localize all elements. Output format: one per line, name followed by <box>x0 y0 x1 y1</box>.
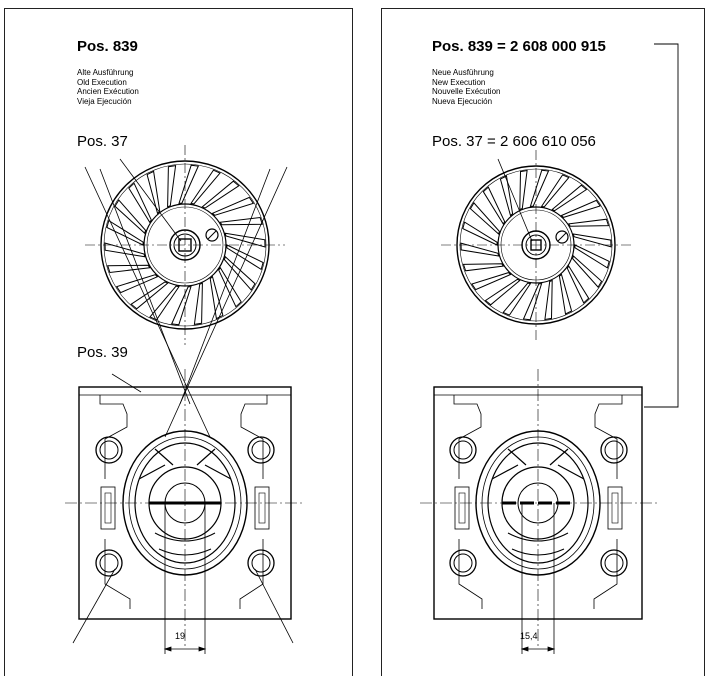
old-execution-panel: Pos. 839 Alte Ausführung Old Execution A… <box>4 8 353 676</box>
new-execution-labels: Neue Ausführung New Execution Nouvelle E… <box>432 68 500 106</box>
new-part-title: Pos. 839 = 2 608 000 915 <box>432 38 606 55</box>
fan-blade <box>522 283 543 321</box>
fan-blade <box>149 285 180 321</box>
housing <box>65 369 305 649</box>
fan-blade <box>471 272 512 291</box>
housing <box>420 369 658 649</box>
execution-label-es: Nueva Ejecución <box>432 96 493 106</box>
fan-blade <box>128 182 152 224</box>
fan-blade <box>106 219 144 246</box>
fan-blade <box>462 263 505 272</box>
execution-label-es: Vieja Ejecución <box>77 96 132 106</box>
fan-blade <box>462 221 498 246</box>
fan-blade <box>146 170 161 215</box>
fan-blade <box>201 180 240 209</box>
fan-blade <box>224 232 266 248</box>
fan-blade <box>115 274 159 294</box>
fan-blade <box>114 199 147 235</box>
fan-blade <box>209 275 224 320</box>
fan-blade <box>170 286 192 326</box>
fan-blade <box>211 196 255 216</box>
fan-blade <box>572 233 612 248</box>
fan-blade <box>167 165 177 208</box>
fan-blade <box>218 266 242 308</box>
new-execution-panel: Pos. 839 = 2 608 000 915 Neue Ausführung… <box>381 8 705 676</box>
old-execution-drawing <box>65 145 305 654</box>
fan-blade <box>519 169 528 211</box>
dimension-line <box>163 503 207 654</box>
fan-blade <box>566 265 590 304</box>
fan-blade <box>226 244 264 271</box>
fan-blade <box>558 273 573 315</box>
fan-blade <box>107 264 151 274</box>
fan-blade <box>560 199 601 218</box>
fan-blade <box>178 164 200 204</box>
fan-blade <box>193 282 203 325</box>
old-part-title: Pos. 839 <box>77 38 138 55</box>
fan-position-label: Pos. 37 = 2 606 610 056 <box>432 133 596 150</box>
dimension-label: 19 <box>175 631 186 641</box>
fan-blade <box>572 255 603 288</box>
execution-label-fr: Ancien Exécution <box>77 87 139 96</box>
fan-wheel <box>441 150 631 340</box>
fan-blade <box>502 282 532 316</box>
fan-blade <box>460 242 500 257</box>
fan-blade <box>223 255 256 291</box>
fan-position-label: Pos. 37 <box>77 133 128 150</box>
execution-label-de: Neue Ausführung <box>432 68 494 77</box>
fan-blade <box>484 278 521 306</box>
fan-blade <box>469 202 500 235</box>
dimension-label: 15,4 <box>520 631 538 641</box>
fan-blade <box>190 169 221 205</box>
housing-position-label: Pos. 39 <box>77 344 128 361</box>
fan-blade <box>104 242 146 258</box>
dimension-line <box>520 503 556 654</box>
fan-blade <box>574 244 610 269</box>
fan-blade <box>219 216 263 226</box>
fan-blade <box>529 169 550 207</box>
fan-wheel <box>85 145 285 345</box>
fan-blade <box>551 184 588 212</box>
old-execution-labels: Alte Ausführung Old Execution Ancien Exé… <box>77 68 139 106</box>
fan-blade <box>499 175 514 217</box>
new-execution-drawing <box>420 43 679 654</box>
fan-blade <box>567 218 610 227</box>
execution-label-de: Alte Ausführung <box>77 68 134 77</box>
fan-blade <box>482 186 506 225</box>
execution-label-fr: Nouvelle Exécution <box>432 87 501 96</box>
execution-label-en: Old Execution <box>77 77 127 87</box>
fan-blade <box>540 174 570 208</box>
execution-label-en: New Execution <box>432 77 486 87</box>
fan-blade <box>544 279 553 321</box>
